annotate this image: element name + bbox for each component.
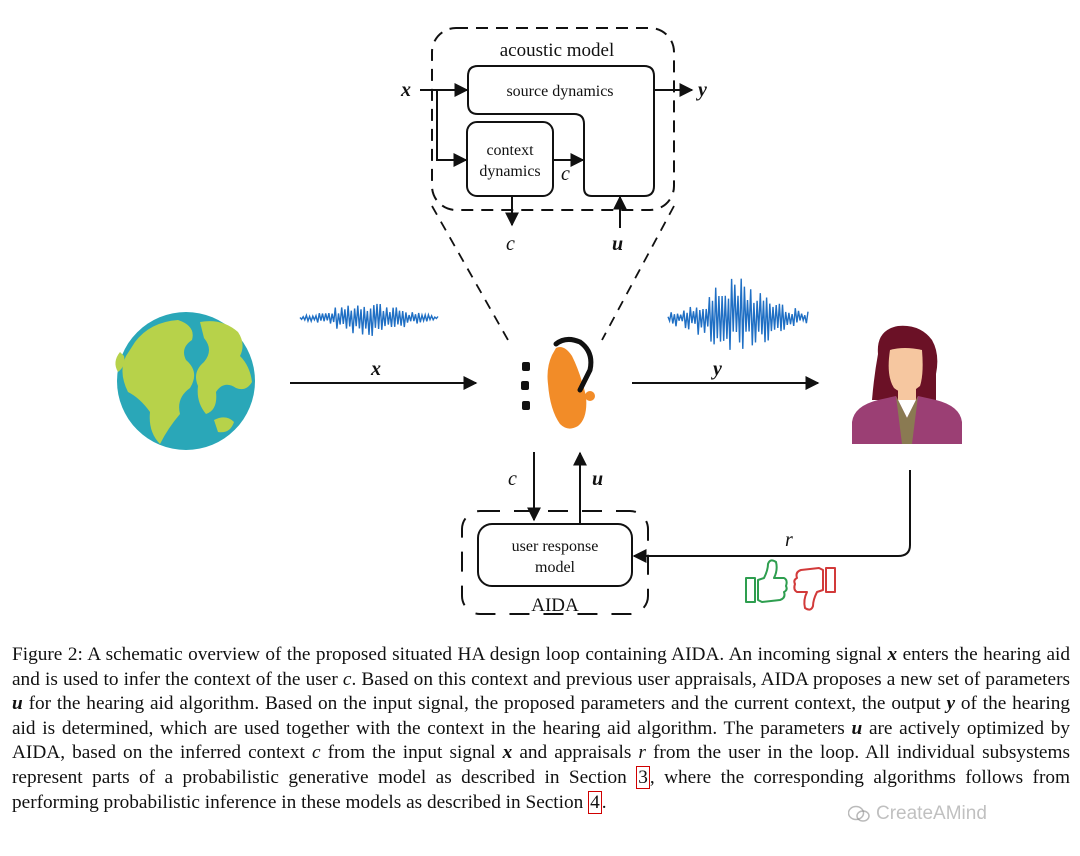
var-r: r <box>785 529 793 551</box>
waveform-trace <box>667 278 809 350</box>
caption-text-3: . Based on this context and previous use… <box>351 668 1071 690</box>
caption-var-y: y <box>946 693 956 715</box>
acoustic-model-title: acoustic model <box>500 40 615 61</box>
caption-figure-label: Figure 2: <box>12 644 83 665</box>
user-response-label-2: model <box>535 559 576 576</box>
chat-bubble-icon <box>848 805 870 822</box>
var-y-acoustic: y <box>696 79 707 101</box>
var-y-main: y <box>711 358 722 380</box>
caption-var-x: x <box>887 644 898 665</box>
var-u-lower: u <box>592 468 603 490</box>
user-response-model-box <box>477 523 633 587</box>
caption-text-5: of the hearing aid is determined, which … <box>12 693 1070 739</box>
caption-var-c-2: c <box>311 742 321 764</box>
hearing-aid-icon <box>521 336 595 429</box>
aida-boundary <box>461 510 649 615</box>
context-dynamics-label-2: dynamics <box>479 163 540 180</box>
waveform-x-icon <box>299 303 439 336</box>
caption-text-11: . <box>601 791 607 813</box>
watermark: CreateAMind <box>848 800 1058 828</box>
arrow-x-to-context <box>436 90 468 167</box>
caption-text-1: A schematic overview of the proposed sit… <box>82 644 888 665</box>
context-dynamics-label-1: context <box>486 142 534 159</box>
caption-var-u: u <box>12 693 23 715</box>
caption-var-x-2: x <box>502 742 513 764</box>
schematic-diagram: acoustic model source dynamics context d… <box>115 27 962 616</box>
caption-text-7: from the input signal <box>320 742 503 764</box>
var-x-acoustic: x <box>400 79 411 101</box>
caption-text-4: for the hearing aid algorithm. Based on … <box>22 693 947 715</box>
waveform-trace <box>299 303 439 336</box>
context-dynamics-box <box>466 121 554 197</box>
caption-var-u-2: u <box>851 717 863 739</box>
acoustic-model-boundary <box>431 27 675 211</box>
user-response-label-1: user response <box>512 538 599 555</box>
source-dynamics-label: source dynamics <box>506 83 613 100</box>
watermark-text: CreateAMind <box>876 803 987 824</box>
var-x-main: x <box>370 358 381 380</box>
thumbs-down-icon <box>793 567 836 611</box>
zoom-line-left <box>431 205 509 341</box>
waveform-y-icon <box>667 278 809 350</box>
caption-text-10: , where the corresponding algorithms fol… <box>12 766 1071 813</box>
zoom-line-right <box>601 205 675 341</box>
var-u-below: u <box>612 233 623 255</box>
user-avatar-icon <box>852 325 962 444</box>
caption-text-2: enters the hearing aid and is used to in… <box>12 644 1070 690</box>
arrow-r-feedback <box>632 470 911 563</box>
var-c-lower: c <box>508 468 517 490</box>
figure-caption: Figure 2: A schematic overview of the pr… <box>12 643 1070 815</box>
var-c-internal: c <box>561 163 570 185</box>
thumbs-up-icon <box>745 559 788 603</box>
globe-icon <box>115 312 255 450</box>
caption-text-8: and appraisals <box>512 742 639 764</box>
caption-var-r: r <box>638 742 646 764</box>
var-c-below: c <box>506 233 515 255</box>
section-ref-link-3[interactable]: 3 <box>636 765 650 789</box>
caption-var-c: c <box>342 668 352 690</box>
section-ref-link-4[interactable]: 4 <box>588 790 602 814</box>
aida-title: AIDA <box>531 595 579 616</box>
caption-text-9: from the user in the loop. All individua… <box>12 742 1070 788</box>
caption-text-6: are actively optimized by AIDA, based on… <box>12 717 1070 764</box>
source-dynamics-box <box>467 65 655 197</box>
